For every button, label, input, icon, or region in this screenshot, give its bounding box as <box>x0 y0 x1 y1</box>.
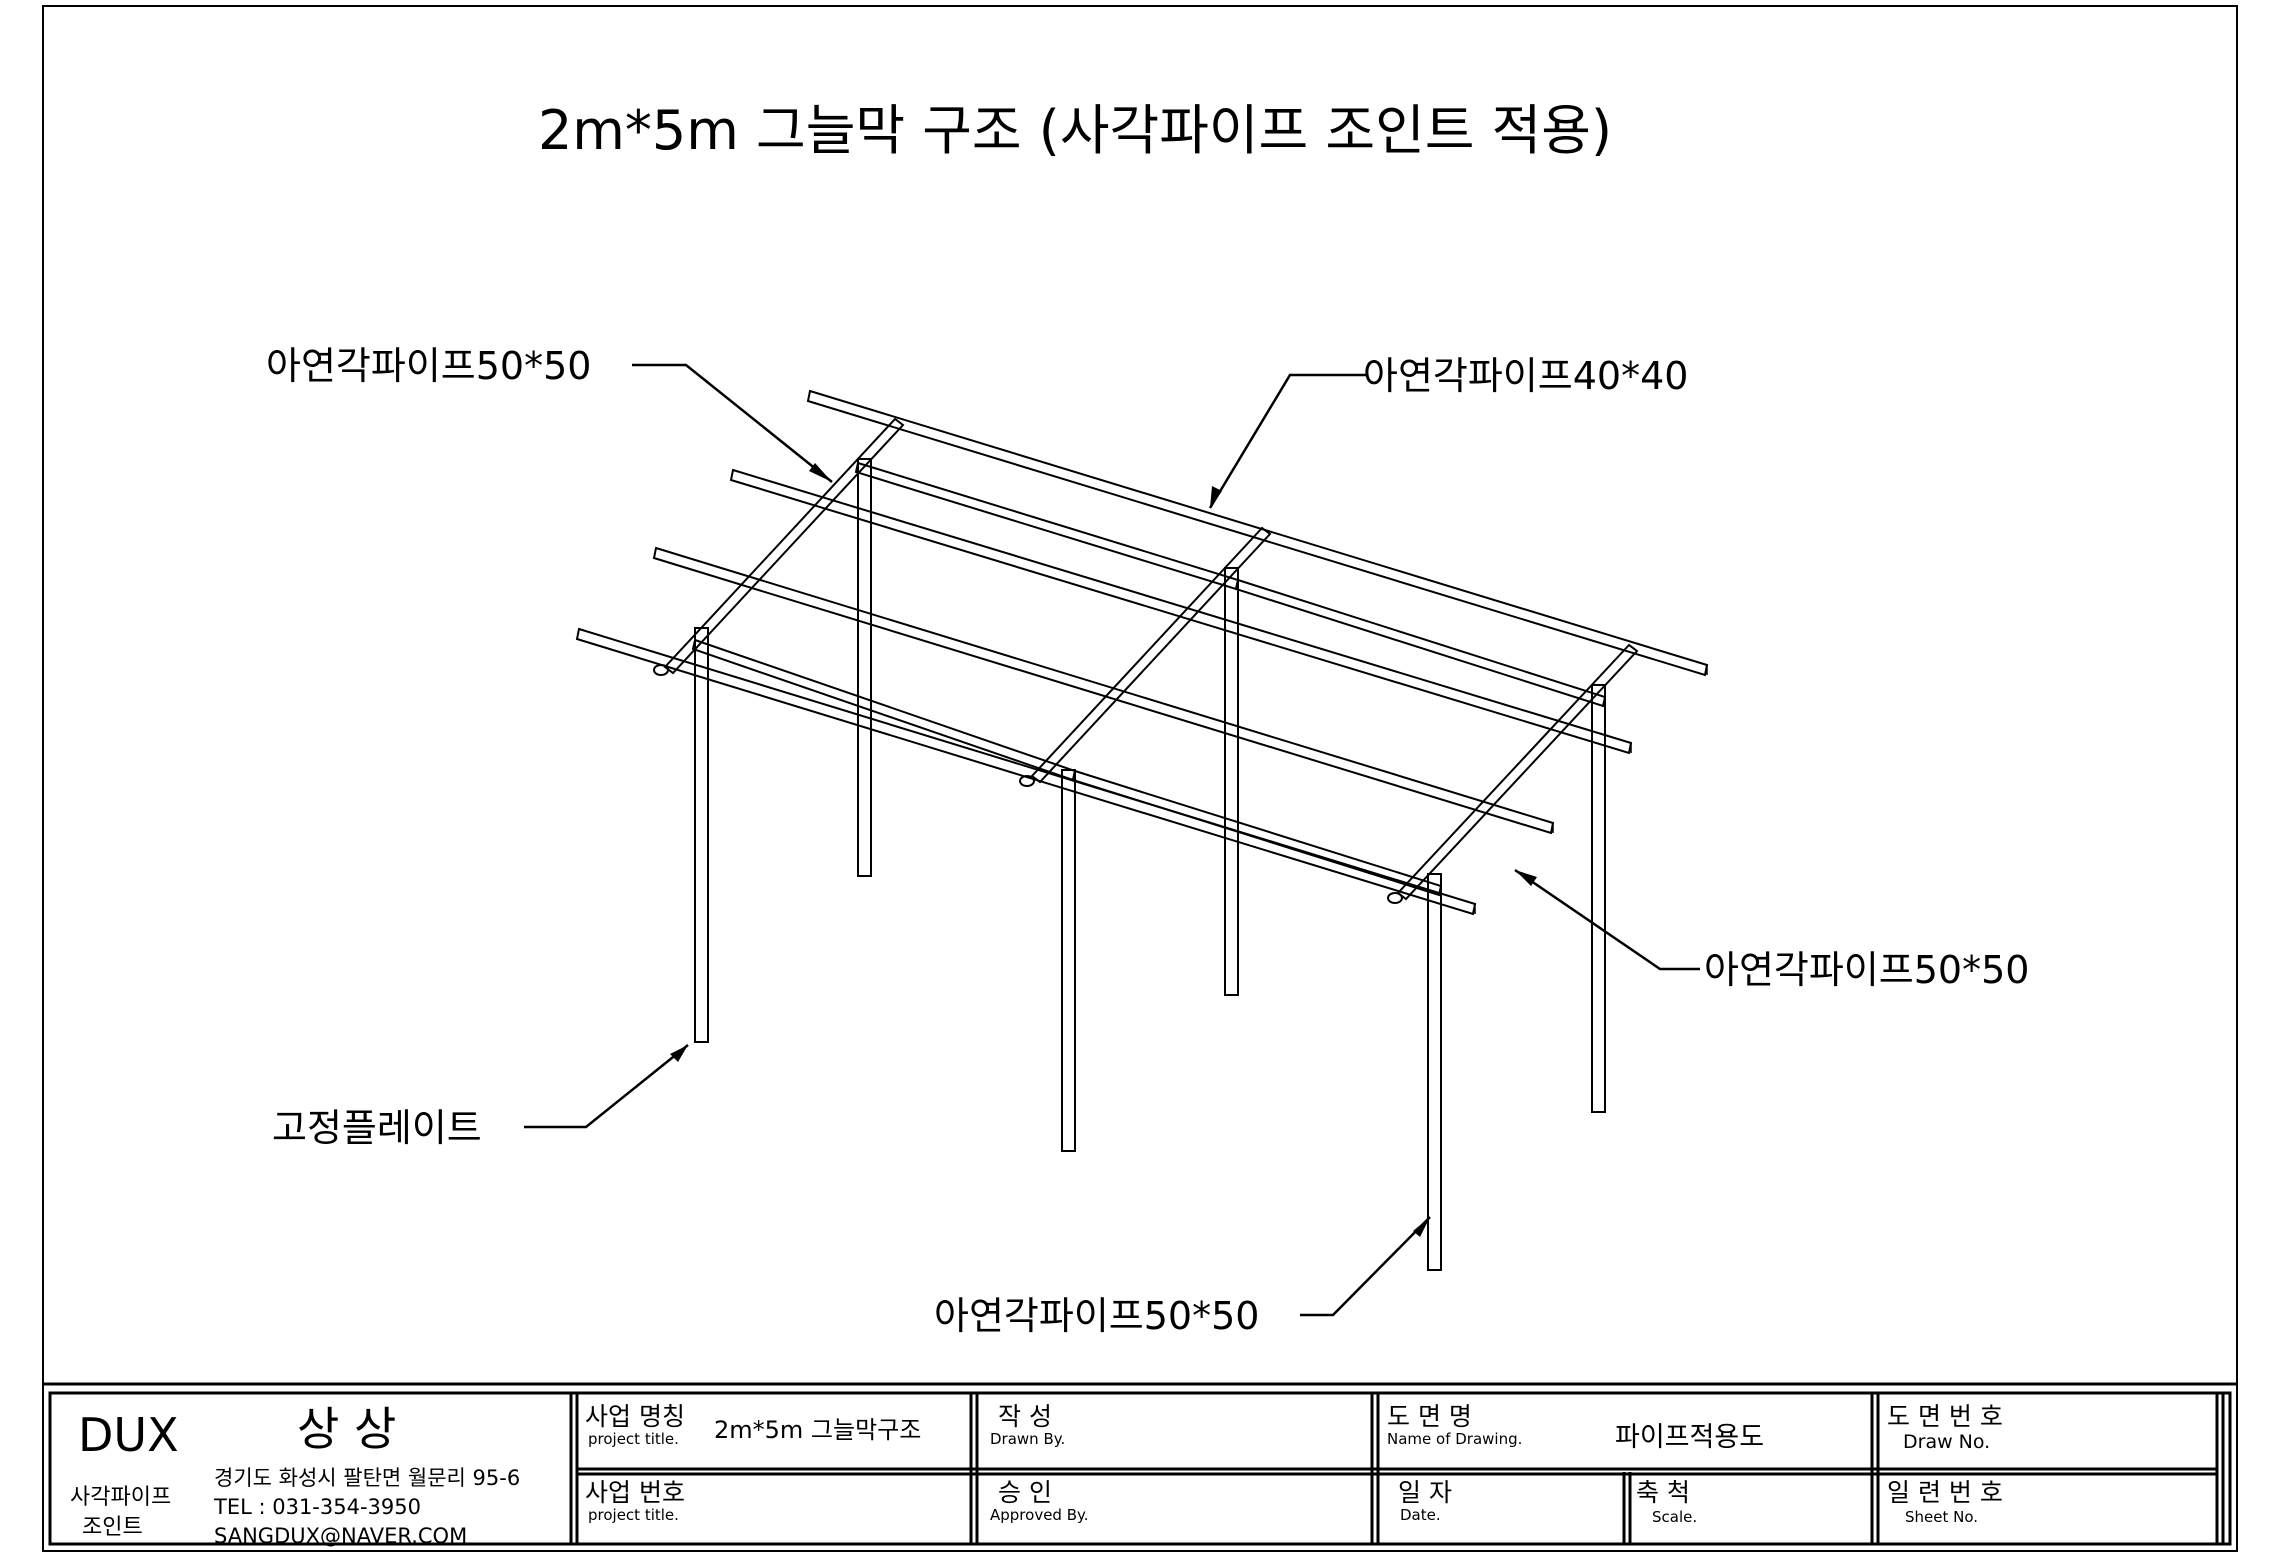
drawing-title: 2m*5m 그늘막 구조 (사각파이프 조인트 적용) <box>537 99 1613 162</box>
callout-label-mid-right: 아연각파이프50*50 <box>1704 948 2030 992</box>
title-block-frame <box>43 1382 2237 1546</box>
leader-arrowheads <box>670 463 1537 1237</box>
approved-by-label: 승 인 <box>998 1478 1052 1507</box>
cross-beams <box>663 417 1639 901</box>
date-label-en: Date. <box>1400 1506 1441 1524</box>
scale-label: 축 척 <box>1636 1478 1690 1507</box>
callout-label-fixing-plate: 고정플레이트 <box>272 1106 482 1150</box>
company-tel: TEL : 031-354-3950 <box>214 1495 421 1519</box>
company-product-line1: 사각파이프 <box>70 1485 172 1510</box>
company-product-line2: 조인트 <box>82 1515 143 1540</box>
company-address: 경기도 화성시 팔탄면 월문리 95-6 <box>214 1466 521 1490</box>
callout-label-top-right: 아연각파이프40*40 <box>1363 354 1689 398</box>
sheet-number-label-en: Sheet No. <box>1905 1508 1979 1526</box>
project-name-value: 2m*5m 그늘막구조 <box>714 1416 922 1444</box>
project-number-label: 사업 번호 <box>585 1478 685 1507</box>
joints <box>653 664 1403 904</box>
project-number-label-en: project title. <box>588 1506 679 1524</box>
callout-label-top-left: 아연각파이프50*50 <box>266 344 592 388</box>
leader-lines <box>524 363 1700 1317</box>
drawing-number-label-en: Draw No. <box>1903 1431 1991 1453</box>
callout-label-bottom-center: 아연각파이프50*50 <box>934 1294 1260 1338</box>
drawing-name-label: 도 면 명 <box>1387 1402 1472 1431</box>
side-beams <box>691 461 1607 897</box>
company-email: SANGDUX@NAVER.COM <box>214 1524 468 1548</box>
project-name-label: 사업 명칭 <box>585 1402 685 1431</box>
project-name-label-en: project title. <box>588 1430 679 1448</box>
drawn-by-label-en: Drawn By. <box>990 1430 1066 1448</box>
drawing-name-label-en: Name of Drawing. <box>1387 1430 1523 1448</box>
approved-by-label-en: Approved By. <box>990 1506 1089 1524</box>
sheet-number-label: 일 련 번 호 <box>1887 1478 2003 1507</box>
roof-rails <box>575 389 1709 916</box>
scale-label-en: Scale. <box>1652 1508 1698 1526</box>
sheet-border <box>42 5 2238 1552</box>
date-label: 일 자 <box>1398 1478 1452 1507</box>
company-brand: DUX <box>78 1408 179 1462</box>
structure-posts <box>694 458 1606 1271</box>
drawing-name-value: 파이프적용도 <box>1615 1422 1765 1453</box>
drawing-number-label: 도 면 번 호 <box>1887 1402 2003 1431</box>
drawn-by-label: 작 성 <box>998 1402 1052 1431</box>
company-name: 상 상 <box>297 1402 397 1456</box>
